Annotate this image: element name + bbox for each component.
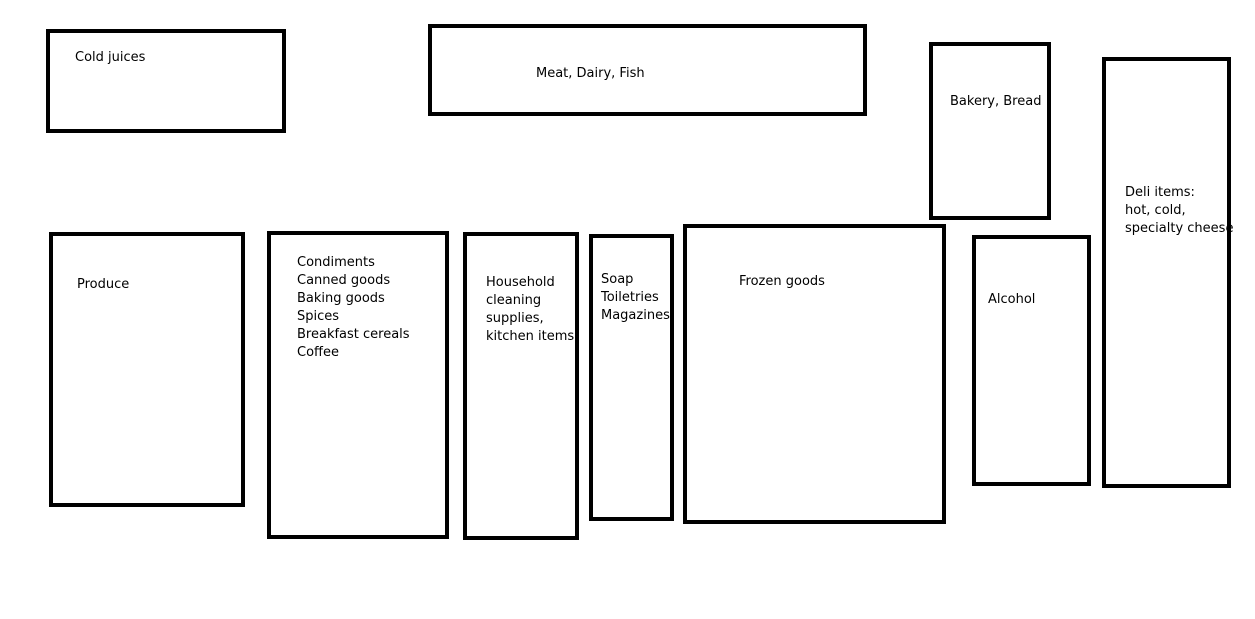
- label-line: hot, cold,: [1125, 203, 1186, 218]
- section-produce-label: Produce: [77, 276, 129, 294]
- label-line: Canned goods: [297, 273, 391, 288]
- label-line: Toiletries: [601, 290, 659, 305]
- section-meat-dairy-fish-label: Meat, Dairy, Fish: [536, 65, 645, 83]
- section-produce: [49, 232, 245, 507]
- section-toiletries-label: Soap Toiletries Magazines: [601, 271, 670, 325]
- section-meat-dairy-fish: [428, 24, 867, 116]
- label-line: cleaning: [486, 293, 542, 308]
- label-line: Household: [486, 275, 555, 290]
- label-line: Bakery, Bread: [950, 94, 1042, 109]
- label-line: Coffee: [297, 345, 339, 360]
- label-line: supplies,: [486, 311, 544, 326]
- label-line: Alcohol: [988, 292, 1036, 307]
- label-line: Cold juices: [75, 50, 146, 65]
- section-deli: [1102, 57, 1231, 488]
- section-deli-label: Deli items: hot, cold, specialty cheese: [1125, 184, 1233, 238]
- section-bakery: [929, 42, 1051, 220]
- label-line: specialty cheese: [1125, 221, 1234, 236]
- section-grocery-aisle: [267, 231, 449, 539]
- label-line: Magazines: [601, 308, 670, 323]
- section-grocery-aisle-label: Condiments Canned goods Baking goods Spi…: [297, 254, 410, 362]
- section-toiletries: [589, 234, 674, 521]
- label-line: Deli items:: [1125, 185, 1195, 200]
- section-household: [463, 232, 579, 540]
- label-line: kitchen items: [486, 329, 575, 344]
- section-cold-juices: [46, 29, 286, 133]
- label-line: Condiments: [297, 255, 375, 270]
- label-line: Spices: [297, 309, 340, 324]
- label-line: Baking goods: [297, 291, 385, 306]
- label-line: Produce: [77, 277, 130, 292]
- section-frozen-label: Frozen goods: [739, 273, 825, 291]
- label-line: Breakfast cereals: [297, 327, 410, 342]
- section-frozen: [683, 224, 946, 524]
- section-alcohol-label: Alcohol: [988, 291, 1035, 309]
- section-bakery-label: Bakery, Bread: [950, 93, 1041, 111]
- label-line: Meat, Dairy, Fish: [536, 66, 645, 81]
- label-line: Frozen goods: [739, 274, 825, 289]
- section-alcohol: [972, 235, 1091, 486]
- label-line: Soap: [601, 272, 634, 287]
- section-household-label: Household cleaning supplies, kitchen ite…: [486, 274, 574, 346]
- section-cold-juices-label: Cold juices: [75, 49, 145, 67]
